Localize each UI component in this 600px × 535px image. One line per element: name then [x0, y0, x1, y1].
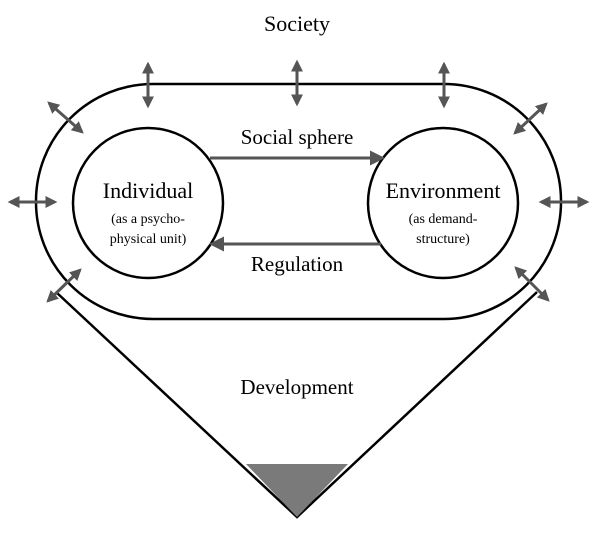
environment-circle — [366, 126, 520, 280]
regulation-label: Regulation — [251, 252, 344, 276]
environment-subtitle-1: (as demand- — [409, 212, 478, 227]
exchange-arrows — [7, 59, 590, 303]
individual-circle — [71, 126, 225, 280]
environment-title: Environment — [386, 178, 501, 203]
individual-subtitle-1: (as a psycho- — [111, 212, 185, 227]
double-arrow-lower-right — [514, 266, 550, 302]
society-label: Society — [264, 11, 330, 36]
development-shaded-tip — [246, 464, 348, 517]
social-sphere-label: Social sphere — [241, 125, 354, 149]
double-arrow-lower-left — [46, 268, 82, 303]
individual-subtitle-2: physical unit) — [110, 232, 187, 247]
environment-subtitle-2: structure) — [416, 232, 470, 247]
double-arrow-upper-right — [513, 102, 548, 135]
individual-title: Individual — [103, 178, 193, 203]
double-arrow-upper-left — [47, 101, 84, 134]
development-label: Development — [240, 375, 353, 399]
